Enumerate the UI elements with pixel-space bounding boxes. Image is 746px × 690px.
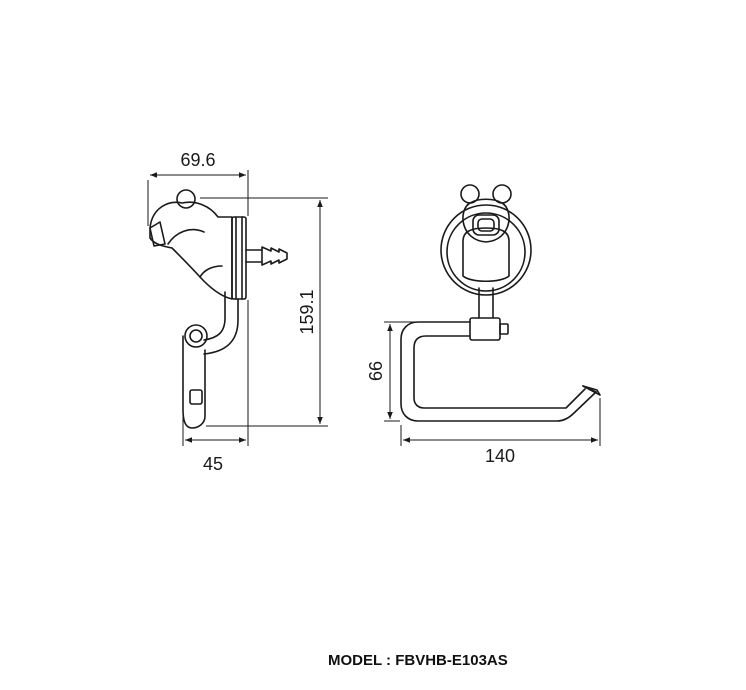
side-dimensions — [147, 170, 328, 446]
dim-front-width: 140 — [485, 446, 515, 466]
dim-front-height: 66 — [366, 361, 386, 381]
dim-side-width: 69.6 — [180, 150, 215, 170]
front-view — [400, 184, 601, 422]
front-bear-head — [460, 184, 512, 243]
model-label: MODEL : FBVHB-E103AS — [328, 652, 508, 669]
front-dimensions — [384, 321, 601, 446]
front-stem — [469, 287, 509, 341]
side-bear-head — [149, 189, 233, 300]
side-wall-plate — [231, 216, 247, 300]
dim-side-depth: 45 — [203, 454, 223, 474]
dim-side-height: 159.1 — [297, 289, 317, 334]
front-holder-bar — [400, 321, 601, 422]
side-hose-fitting — [245, 246, 288, 266]
side-arm — [203, 291, 239, 355]
side-view — [149, 189, 288, 429]
front-rosette — [440, 204, 532, 296]
